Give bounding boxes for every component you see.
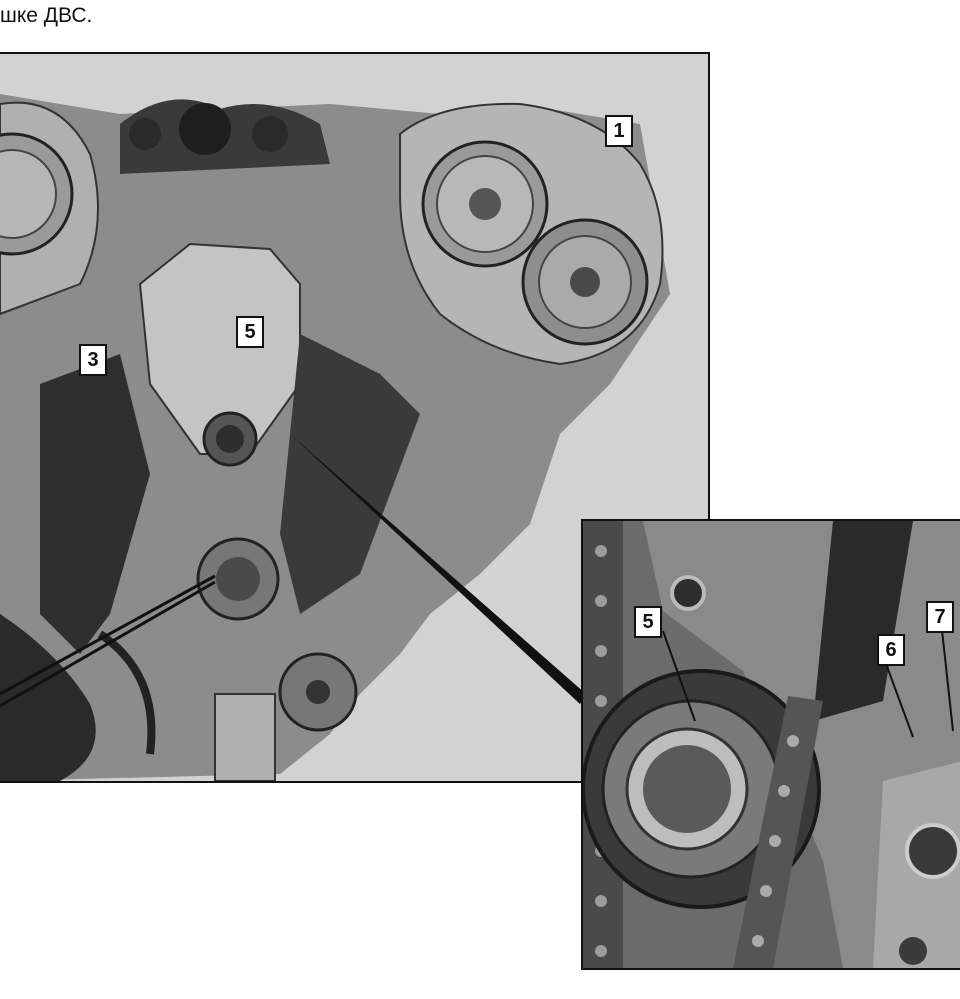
- callout-6: 6: [877, 634, 905, 666]
- callout-7: 7: [926, 601, 954, 633]
- callout-3: 3: [79, 344, 107, 376]
- timing-chain-closeup-photo: [581, 519, 960, 970]
- callout-5-inset: 5: [634, 606, 662, 638]
- callout-1: 1: [605, 115, 633, 147]
- figure-caption: шке ДВС.: [0, 4, 93, 27]
- callout-5-main: 5: [236, 316, 264, 348]
- engine-front-photo: [0, 52, 710, 783]
